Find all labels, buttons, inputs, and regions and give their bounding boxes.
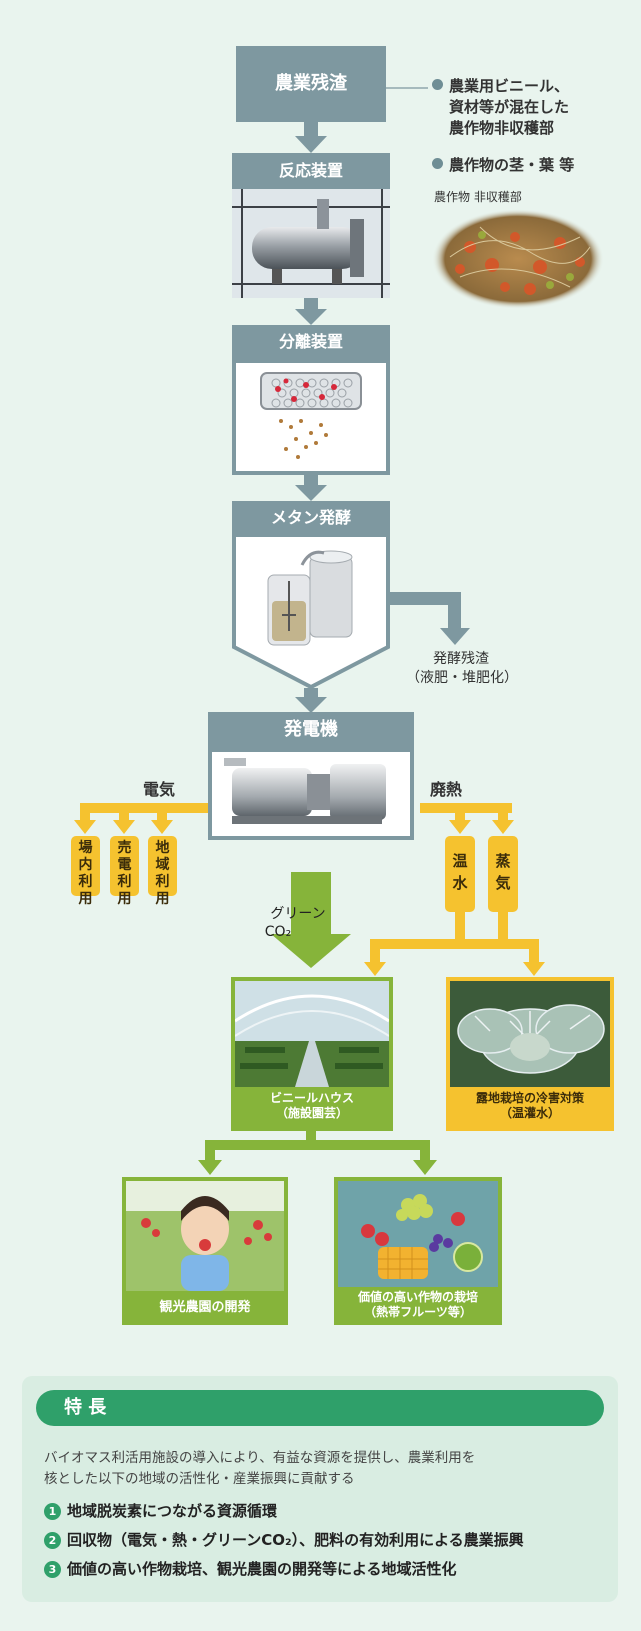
caption-line: 露地栽培の冷害対策	[475, 1091, 584, 1105]
feature-item-1: 1 地域脱炭素につながる資源循環	[44, 1500, 604, 1521]
features-description: バイオマス利活用施設の導入により、有益な資源を提供し、農業利用を 核とした以下の…	[44, 1448, 600, 1490]
generator-unit: 発電機	[208, 712, 414, 840]
features-description-line: バイオマス利活用施設の導入により、有益な資源を提供し、農業利用を	[44, 1450, 476, 1466]
tag-char: 水	[452, 874, 468, 892]
greenhouse-card: ビニールハウス （施設園芸）	[231, 977, 393, 1131]
reactor-label: 反応装置	[232, 153, 390, 189]
frost-card: 露地栽培の冷害対策 （温灌水）	[446, 977, 614, 1131]
tag-char: 蒸	[495, 852, 511, 870]
harvest-residue-photo	[432, 209, 604, 309]
reactor-unit: 反応装置	[232, 153, 390, 298]
residue-box: 農業残渣	[236, 46, 386, 122]
digestate-line: （液肥・堆肥化）	[406, 670, 518, 686]
tag-char: 用	[117, 891, 132, 907]
tag-char: 気	[495, 874, 511, 892]
feature-text: 地域脱炭素につながる資源循環	[67, 1502, 278, 1520]
residue-note-line: 資材等が混在した	[449, 98, 570, 116]
features-section: 特 長 バイオマス利活用施設の導入により、有益な資源を提供し、農業利用を 核とし…	[22, 1376, 618, 1602]
bullet-dot-icon	[432, 79, 443, 90]
digestate-label: 発酵残渣 （液肥・堆肥化）	[406, 650, 518, 688]
feature-number-badge: 1	[44, 1503, 61, 1520]
tag-char: 場	[78, 840, 93, 856]
reactor-image	[232, 189, 390, 298]
bullet-dot-icon	[432, 158, 443, 169]
fruit-card: 価値の高い作物の栽培 （熱帯フルーツ等）	[334, 1177, 502, 1325]
separator-label: 分離装置	[232, 325, 390, 359]
regional-use-tag: 地域利用	[148, 836, 177, 907]
residue-note-line: 農業用ビニール、	[449, 77, 570, 95]
tag-char: 内	[78, 857, 93, 873]
steam-tag: 蒸気	[488, 836, 518, 912]
residue-note-1: 農業用ビニール、 資材等が混在した 農作物非収穫部	[432, 76, 569, 139]
caption-line: （熱帯フルーツ等）	[364, 1305, 472, 1319]
tag-char: 利	[117, 874, 132, 890]
tag-char: 利	[78, 874, 93, 890]
greenhouse-caption: ビニールハウス （施設園芸）	[231, 1091, 393, 1121]
tag-char: 用	[78, 891, 93, 907]
tag-char: 利	[155, 874, 170, 890]
caption-line: （温灌水）	[499, 1106, 560, 1120]
power-sale-tag: 売電利用	[110, 836, 139, 907]
onsite-use-tag: 場内利用	[71, 836, 100, 907]
residue-note-2: 農作物の茎・葉 等	[432, 154, 574, 175]
features-title: 特 長	[36, 1390, 604, 1426]
tourism-caption: 観光農園の開発	[122, 1300, 288, 1315]
feature-text: 回収物（電気・熱・グリーンCO₂）、肥料の有効利用による農業振興	[67, 1531, 524, 1549]
feature-item-2: 2 回収物（電気・熱・グリーンCO₂）、肥料の有効利用による農業振興	[44, 1529, 604, 1550]
generator-label: 発電機	[208, 712, 414, 748]
separator-image-panel	[232, 359, 390, 475]
residue-photo-caption: 農作物 非収穫部	[434, 190, 522, 204]
frost-vegetable-photo	[450, 981, 610, 1087]
green-co2-sub: CO₂	[264, 924, 292, 940]
tag-char: 用	[155, 891, 170, 907]
caption-line: ビニールハウス	[269, 1091, 354, 1105]
separator-unit: 分離装置	[232, 325, 390, 475]
generator-image	[224, 758, 386, 824]
tag-char: 地	[155, 840, 170, 856]
electricity-label: 電気	[143, 780, 176, 799]
digestate-line: 発酵残渣	[433, 651, 489, 667]
greenhouse-photo	[235, 981, 389, 1087]
feature-item-3: 3 価値の高い作物栽培、観光農園の開発等による地域活性化	[44, 1558, 604, 1579]
fruit-caption: 価値の高い作物の栽培 （熱帯フルーツ等）	[334, 1290, 502, 1320]
strawberry-farm-photo	[126, 1181, 284, 1291]
residue-label: 農業残渣	[275, 73, 347, 94]
methane-tank-image	[232, 535, 390, 689]
tag-char: 域	[155, 857, 170, 873]
waste-heat-label: 廃熱	[430, 780, 463, 799]
tropical-fruit-photo	[338, 1181, 498, 1287]
hot-water-tag: 温水	[445, 836, 475, 912]
generator-image-panel	[208, 748, 414, 840]
feature-text: 価値の高い作物栽培、観光農園の開発等による地域活性化	[67, 1560, 457, 1578]
tourism-card: 観光農園の開発	[122, 1177, 288, 1325]
green-co2-line: グリーン	[270, 906, 326, 922]
tag-char: 電	[117, 857, 132, 873]
feature-number-badge: 2	[44, 1532, 61, 1549]
methane-unit: メタン発酵	[232, 501, 390, 689]
tag-char: 売	[117, 840, 132, 856]
methane-label: メタン発酵	[232, 501, 390, 535]
feature-number-badge: 3	[44, 1561, 61, 1578]
residue-note-line: 農作物の茎・葉 等	[449, 156, 575, 174]
features-description-line: 核とした以下の地域の活性化・産業振興に貢献する	[44, 1471, 355, 1487]
caption-line: 価値の高い作物の栽培	[357, 1290, 478, 1304]
caption-line: （施設園芸）	[275, 1106, 348, 1120]
frost-caption: 露地栽培の冷害対策 （温灌水）	[446, 1091, 614, 1121]
separator-image	[260, 372, 362, 459]
green-co2-label: グリーン	[270, 905, 364, 924]
tag-char: 温	[452, 852, 468, 870]
residue-note-line: 農作物非収穫部	[449, 119, 555, 137]
